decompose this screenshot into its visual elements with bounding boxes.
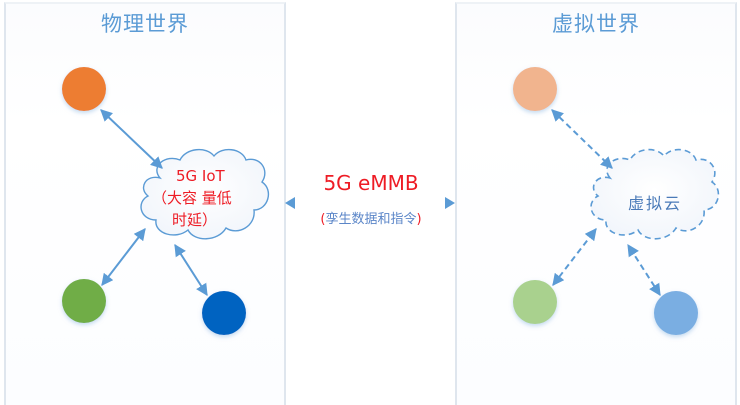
close-paren: ) [416, 212, 422, 227]
emmb-label: 5G eMMB [323, 171, 419, 195]
blue-node [202, 291, 246, 335]
right-pointing-arrow-icon [445, 197, 455, 209]
connector-lightblue-to-vcloud [627, 243, 661, 297]
virtual-world-title: 虚拟世界 [552, 12, 640, 36]
iot-cloud-line2: （大容 量低 [152, 189, 232, 207]
orange-node [62, 67, 106, 111]
connector-lightgreen-to-vcloud [552, 228, 597, 286]
connector-blue-to-cloud [174, 243, 208, 297]
light-orange-node [513, 67, 557, 111]
iot-cloud-shape [140, 149, 270, 240]
iot-cloud-line1: 5G IoT [176, 167, 225, 185]
physical-world-title: 物理世界 [101, 12, 189, 36]
connector-lightorange-to-vcloud [551, 109, 613, 169]
open-paren: ( [320, 212, 326, 227]
connector-orange-to-cloud [100, 109, 163, 169]
virtual-cloud-shape [590, 148, 720, 240]
iot-cloud-line3: 时延） [172, 211, 218, 229]
light-blue-node [654, 291, 698, 335]
light-green-node [513, 280, 557, 324]
virtual-cloud-label: 虚拟云 [627, 194, 682, 213]
green-node [62, 279, 106, 323]
left-pointing-arrow-icon [285, 197, 295, 209]
twin-data-text: 孪生数据和指令 [325, 212, 417, 227]
connector-green-to-cloud [101, 228, 146, 286]
twin-data-label: (孪生数据和指令) [290, 208, 452, 227]
